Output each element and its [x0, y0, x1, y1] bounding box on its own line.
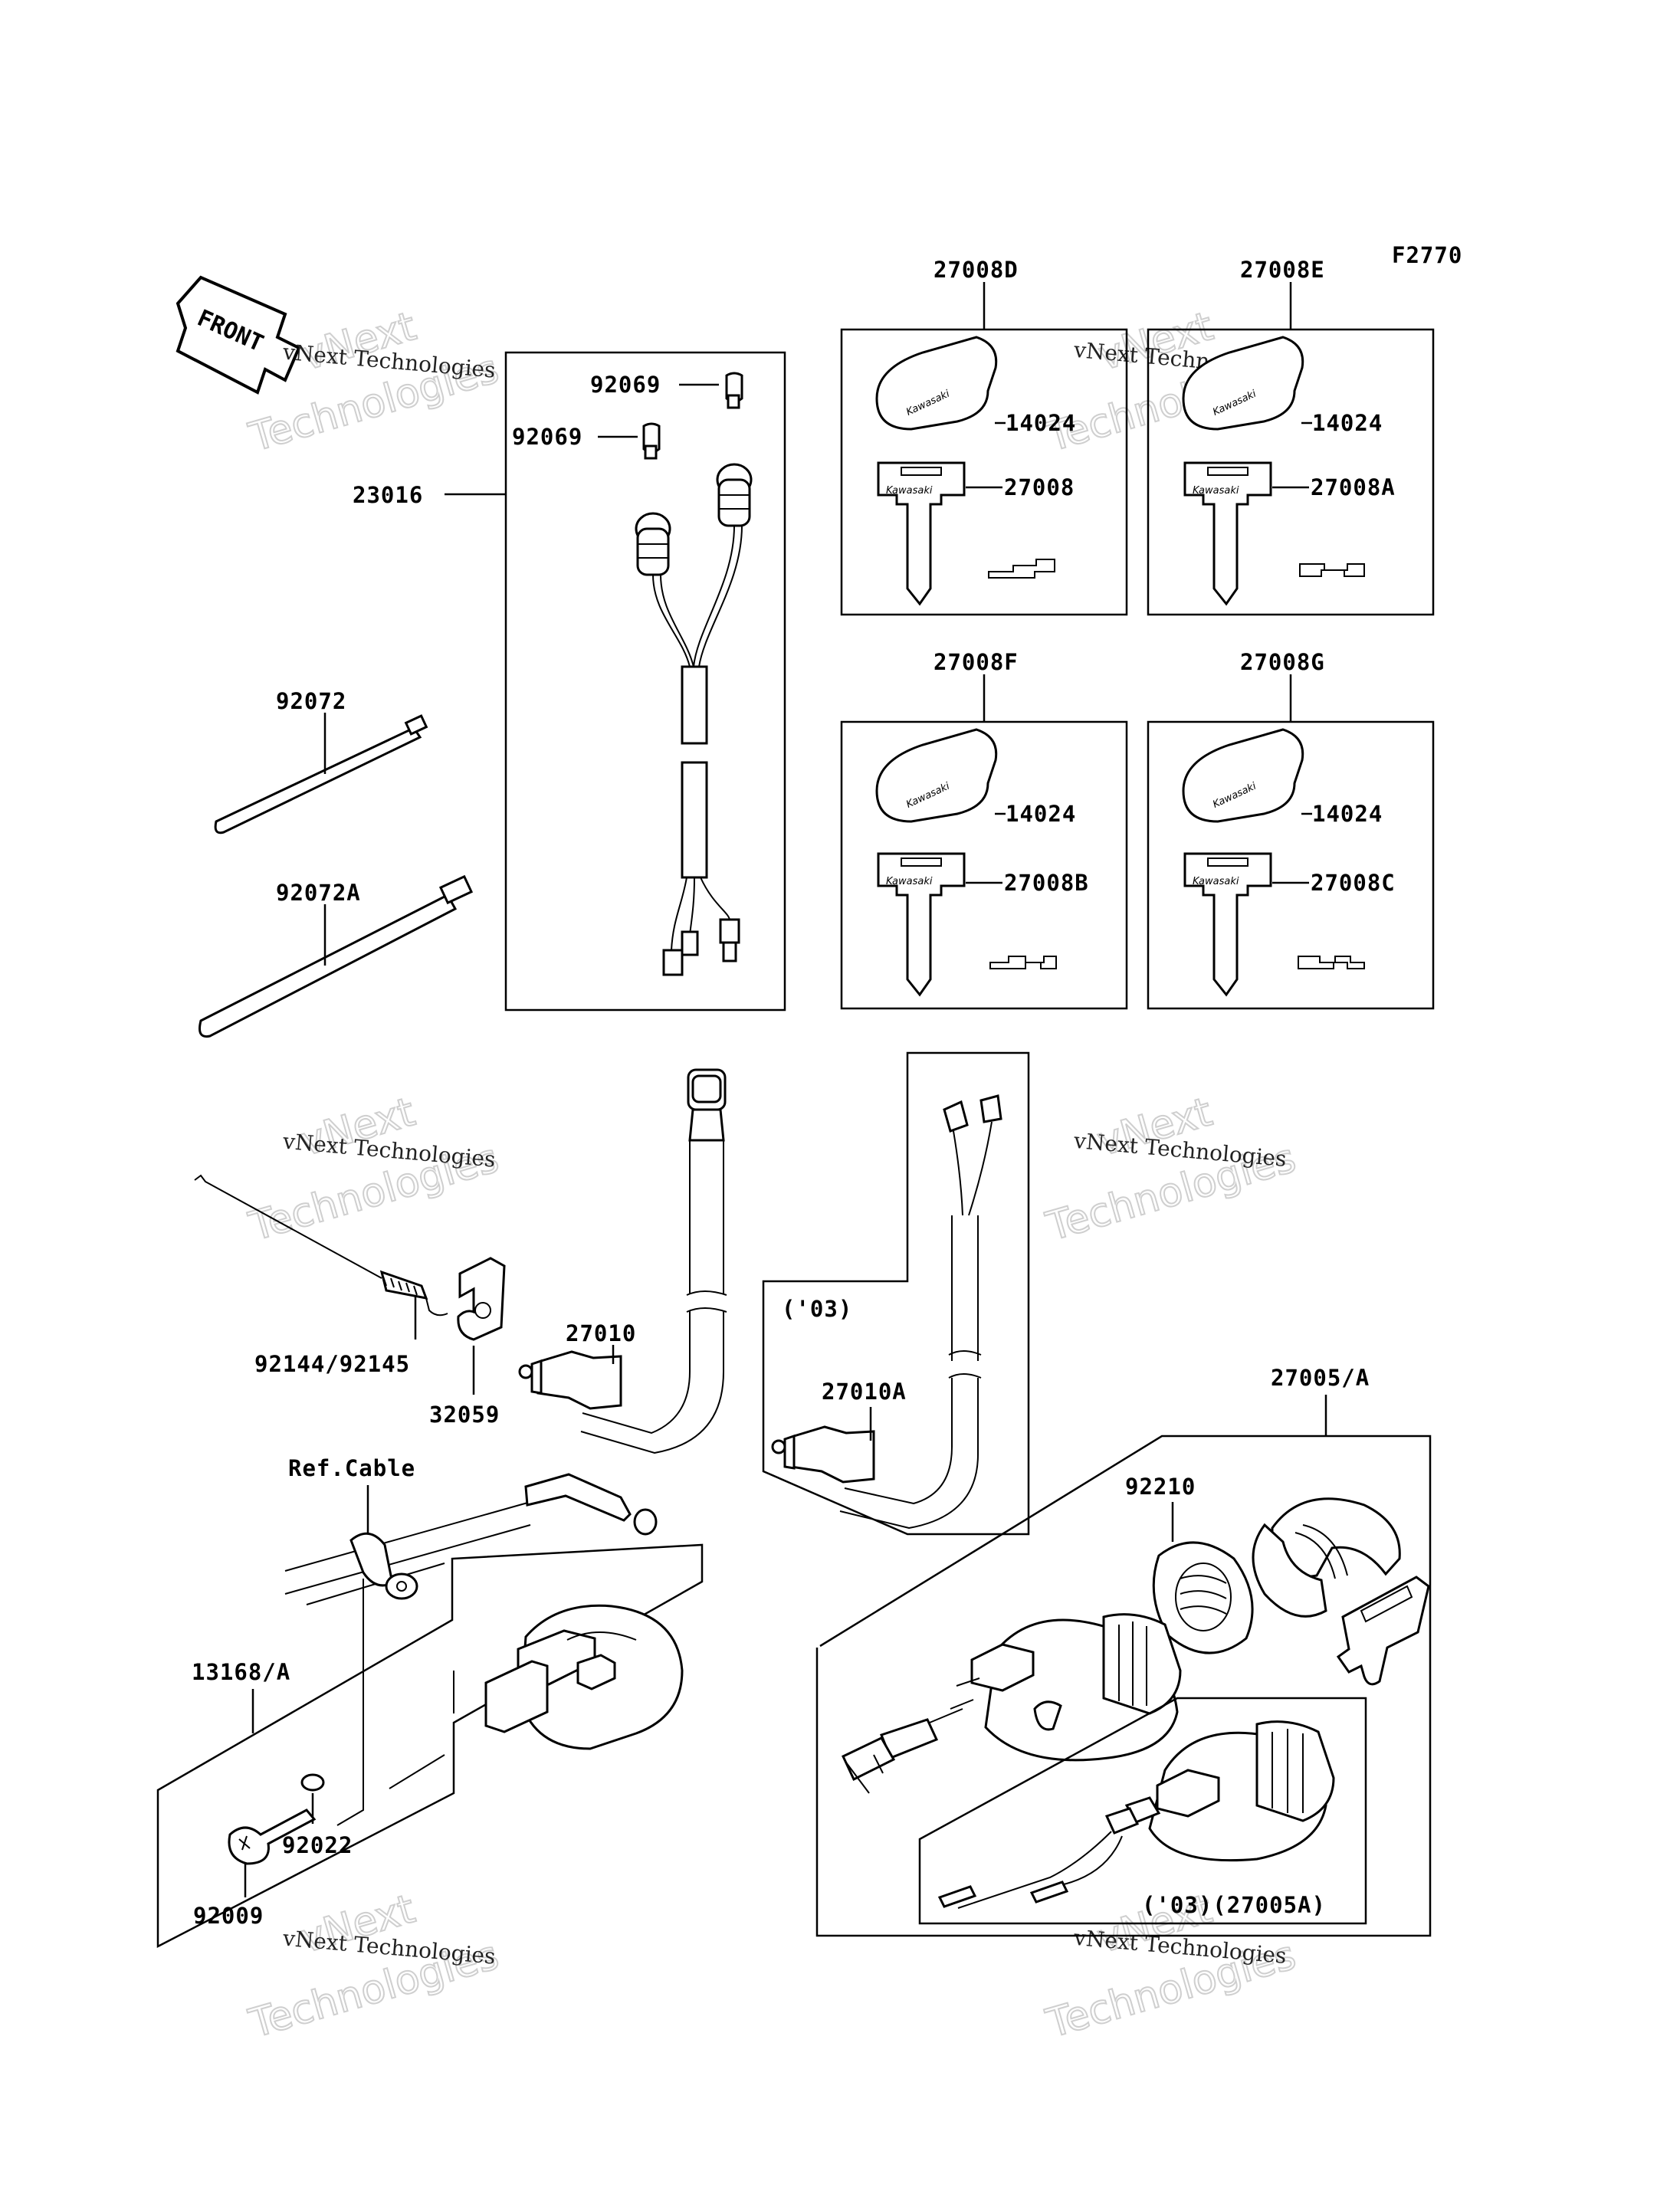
label-92069-a: 92069 [590, 372, 661, 398]
bracket-32059: 32059 [429, 1257, 506, 1428]
label-27008C: 27008C [1311, 870, 1396, 896]
label-32059: 32059 [429, 1402, 500, 1428]
label-92072: 92072 [276, 688, 346, 714]
label-92072A: 92072A [276, 880, 361, 906]
label-ref-cable: Ref.Cable [288, 1455, 415, 1481]
bulb-92069-a [679, 372, 743, 409]
watermark-mid-right: vNext Technologies vNext Technologies [1041, 1088, 1302, 1251]
label-27008E: 27008E [1240, 257, 1325, 283]
svg-text:Kawasaki: Kawasaki [886, 485, 933, 497]
label-27005: 27005/A [1271, 1365, 1370, 1391]
label-92210: 92210 [1125, 1474, 1196, 1500]
svg-text:Kawasaki: Kawasaki [1193, 485, 1239, 497]
switch-27010: 27010 [518, 1068, 727, 1454]
label-27008B: 27008B [1004, 870, 1089, 896]
harness-23016-group: 23016 92069 92069 [353, 351, 786, 1012]
label-27010A: 27010A [822, 1379, 907, 1405]
tie-92072-group: 92072 [214, 688, 428, 835]
switch-27010A-group: ('03) 27010A [762, 1051, 1030, 1536]
watermark-bottom-left: vNext Technologies vNext Technologies [244, 1885, 505, 2048]
label-27005A: ('03)(27005A) [1142, 1892, 1326, 1918]
label-23016: 23016 [353, 482, 423, 508]
spring-rod-92144: 92144/92145 [194, 1174, 448, 1377]
label-14024-d: 14024 [1006, 410, 1076, 436]
label-14024-f: 14024 [1006, 801, 1076, 827]
keyset-27008D: 27008D Kawasaki 14024 Kawasaki 27008 [840, 257, 1128, 616]
label-14024-g: 14024 [1312, 801, 1383, 827]
figure-code: F2770 [1392, 242, 1462, 268]
front-arrow-icon: FRONT [176, 275, 301, 395]
label-27008A: 27008A [1311, 474, 1396, 500]
svg-text:Kawasaki: Kawasaki [1193, 876, 1239, 887]
label-27008F: 27008F [934, 649, 1019, 675]
svg-text:Kawasaki: Kawasaki [886, 876, 933, 887]
label-92069-b: 92069 [512, 424, 582, 450]
label-27008: 27008 [1004, 474, 1075, 500]
keyset-27008E: 27008E Kawasaki 14024 Kawasaki 27008A [1147, 257, 1435, 616]
label-92144: 92144/92145 [254, 1351, 410, 1377]
ignition-switch-27005-group: 27005/A 92210 ('03)(27005A) [815, 1365, 1432, 1937]
label-92022: 92022 [282, 1832, 353, 1858]
tie-92072A-group: 92072A [199, 874, 474, 1038]
bulb-92069-b [598, 422, 661, 460]
socket-left [635, 512, 671, 576]
label-27008G: 27008G [1240, 649, 1325, 675]
label-27010: 27010 [566, 1320, 636, 1346]
bracket-13168-group: 13168/A 92022 92009 [156, 1543, 704, 1949]
watermark-top-left: vNext Technologies vNext Technologies [244, 303, 505, 462]
label-92009: 92009 [193, 1903, 264, 1929]
watermark-mid-left: vNext Technologies vNext Technologies [244, 1088, 505, 1251]
harness-box [504, 351, 786, 1012]
label-13168: 13168/A [192, 1659, 290, 1685]
ref-cable-group: Ref.Cable [284, 1455, 658, 1826]
socket-right [716, 463, 753, 527]
label-27008D: 27008D [934, 257, 1019, 283]
keyset-27008F: 27008F Kawasaki 14024 Kawasaki 27008B [840, 649, 1128, 1010]
keyset-27008G: 27008G Kawasaki 14024 Kawasaki 27008C [1147, 649, 1435, 1010]
label-14024-e: 14024 [1312, 410, 1383, 436]
label-03-switch: ('03) [782, 1296, 852, 1322]
